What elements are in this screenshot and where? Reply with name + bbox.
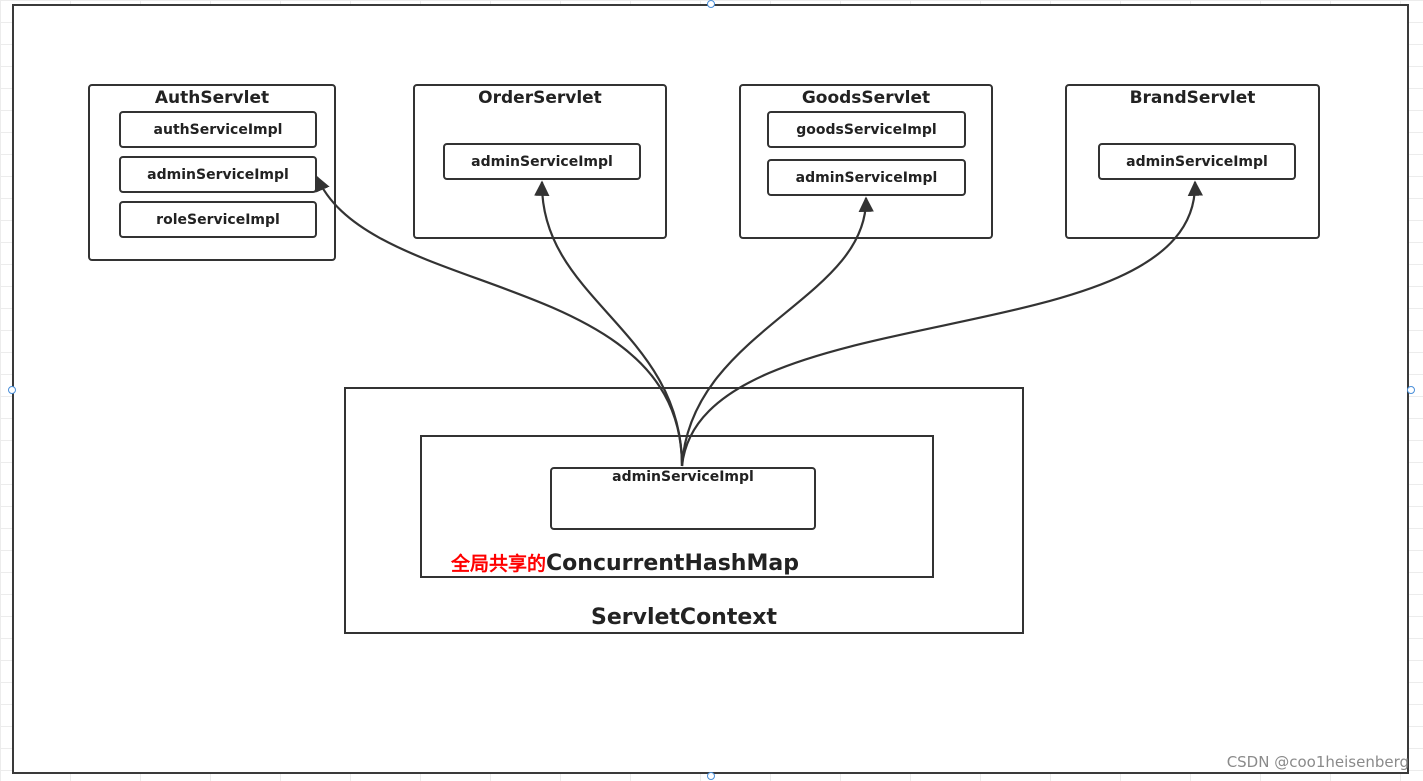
auth-servlet-title: AuthServlet <box>154 88 270 108</box>
goods-service-impl-item[interactable]: goodsServiceImpl <box>767 111 966 148</box>
auth-service-impl-item[interactable]: authServiceImpl <box>119 111 317 148</box>
hash-map-name: ConcurrentHashMap <box>546 551 799 576</box>
selection-handle-top[interactable] <box>707 0 715 8</box>
goods-servlet-title: GoodsServlet <box>801 88 931 108</box>
shared-admin-service-impl-box[interactable] <box>550 467 816 530</box>
shared-admin-service-impl-label: adminServiceImpl <box>612 469 754 485</box>
goods-admin-service-impl-item[interactable]: adminServiceImpl <box>767 159 966 196</box>
brand-servlet-title: BrandServlet <box>1129 88 1256 108</box>
auth-admin-service-impl-item[interactable]: adminServiceImpl <box>119 156 317 193</box>
selection-handle-right[interactable] <box>1407 386 1415 394</box>
order-servlet-title: OrderServlet <box>478 88 602 108</box>
role-service-impl-item[interactable]: roleServiceImpl <box>119 201 317 238</box>
servlet-context-title: ServletContext <box>590 605 777 630</box>
order-admin-service-impl-item[interactable]: adminServiceImpl <box>443 143 641 180</box>
selection-handle-left[interactable] <box>8 386 16 394</box>
brand-admin-service-impl-item[interactable]: adminServiceImpl <box>1098 143 1296 180</box>
watermark: CSDN @coo1heisenberg <box>1226 753 1409 771</box>
selection-handle-bottom[interactable] <box>707 772 715 780</box>
hash-map-prefix: 全局共享的 <box>451 553 547 575</box>
hash-map-label: 全局共享的ConcurrentHashMap <box>451 549 799 576</box>
